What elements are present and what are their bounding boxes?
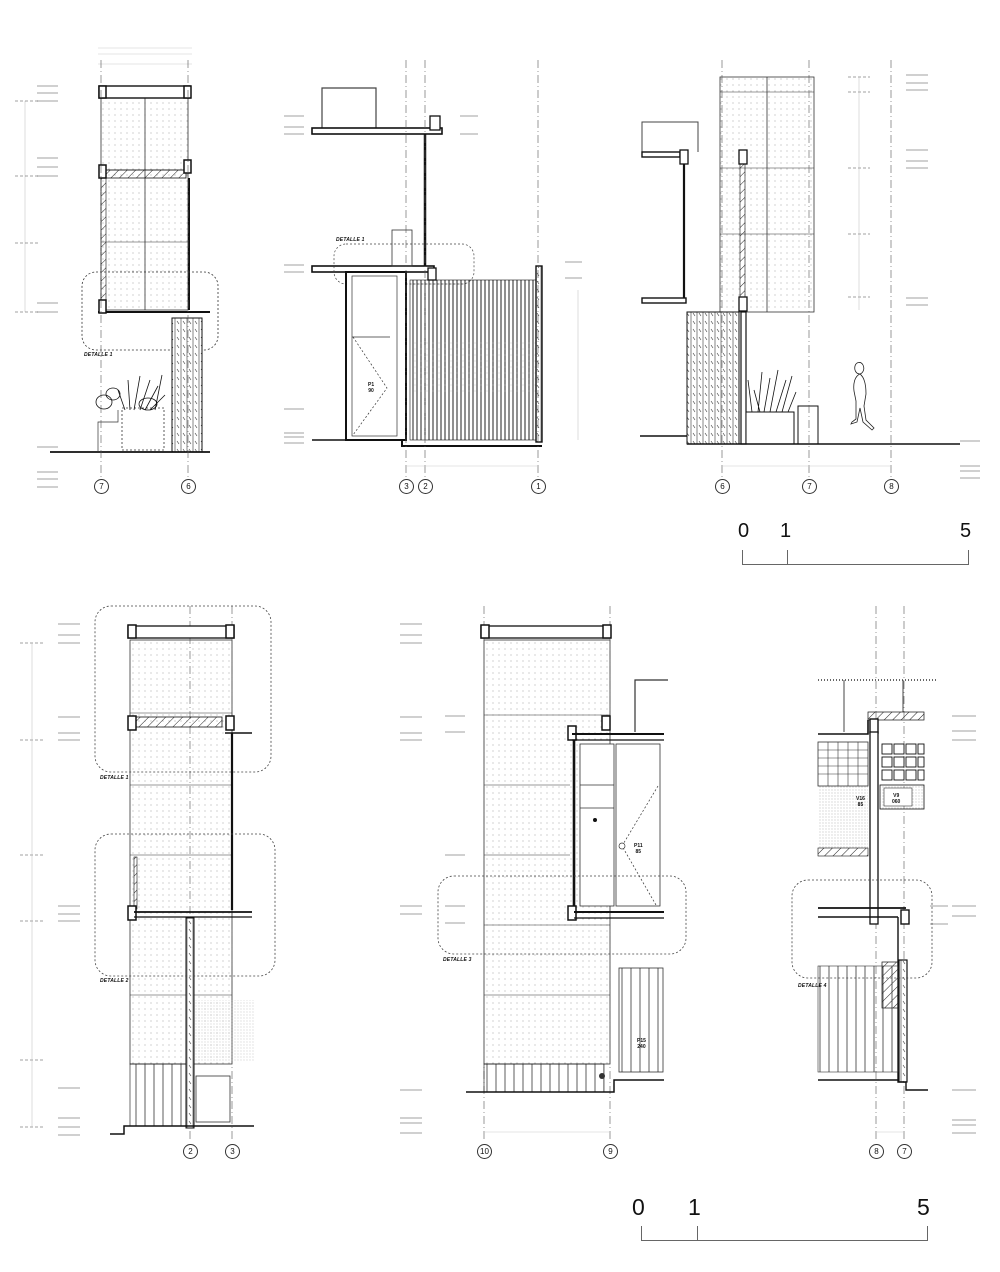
detail-label: DETALLE 1 (84, 352, 113, 358)
scale-label-0: 0 (738, 520, 750, 542)
section-e (400, 606, 687, 1142)
scale-label-0: 0 (632, 1194, 645, 1220)
grid-axis-label: 6 (181, 479, 196, 494)
scale-label-1: 1 (780, 520, 792, 542)
scale-label-1: 1 (688, 1194, 701, 1220)
grid-axis-label: 8 (869, 1144, 884, 1159)
section-d (20, 605, 276, 1140)
scale-bar: 0 1 5 (738, 520, 972, 570)
grid-axis-label: 9 (603, 1144, 618, 1159)
grid-axis-label: 2 (183, 1144, 198, 1159)
scale-label-5: 5 (960, 520, 972, 542)
grid-axis-label: 8 (884, 479, 899, 494)
section-b (284, 60, 582, 480)
detail-label: DETALLE 3 (443, 957, 472, 963)
grid-axis-label: 7 (94, 479, 109, 494)
grid-axis-label: 2 (418, 479, 433, 494)
section-c (640, 60, 980, 480)
grid-axis-label: 3 (225, 1144, 240, 1159)
detail-label: DETALLE 2 (100, 978, 129, 984)
grid-axis-label: 10 (477, 1144, 492, 1159)
grid-axis-label: 6 (715, 479, 730, 494)
grid-axis-label: 7 (897, 1144, 912, 1159)
human-figure (850, 362, 875, 431)
grid-axis-label: 3 (399, 479, 414, 494)
section-a (15, 47, 219, 488)
scale-bar: 0 1 5 (632, 1194, 942, 1254)
scale-label-5: 5 (917, 1194, 930, 1220)
detail-label: DETALLE 4 (798, 983, 827, 989)
grid-axis-label: 1 (531, 479, 546, 494)
grid-axis-label: 7 (802, 479, 817, 494)
section-f (791, 606, 976, 1142)
detail-label: DETALLE 1 (100, 775, 129, 781)
detail-label: DETALLE 1 (336, 237, 365, 243)
